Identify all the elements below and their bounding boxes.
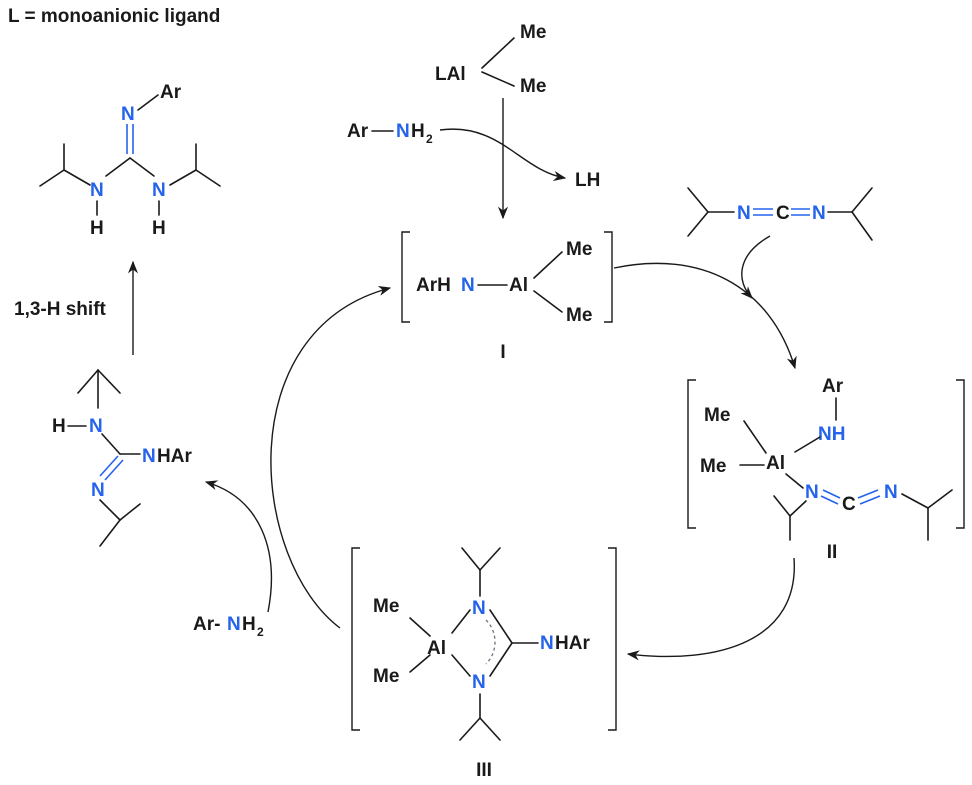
int-II-me-2: Me xyxy=(700,456,726,477)
arrow-III-to-I xyxy=(270,286,392,629)
arrow-II-to-III xyxy=(626,557,795,661)
int-III-me-1: Me xyxy=(373,596,399,617)
intermediate-I: ArH N Al Me Me I xyxy=(401,231,613,363)
int-III-al: Al xyxy=(427,638,446,659)
product-n-1: N xyxy=(90,180,104,201)
amine-top-h: H xyxy=(411,121,425,142)
ligand-definition: L = monoanionic ligand xyxy=(8,6,220,27)
guanidine-product: N Ar N N H H xyxy=(39,82,221,239)
byproduct-lh: LH xyxy=(575,170,600,191)
intermediate-III: N Al Me Me N HAr N III xyxy=(351,547,617,781)
product-ar: Ar xyxy=(160,82,182,103)
int-II-label: II xyxy=(827,542,838,563)
amine-left-n: N xyxy=(227,614,241,635)
amine-top-n: N xyxy=(396,121,410,142)
amine-left-sub: 2 xyxy=(257,625,264,639)
carbodiimide-n-1: N xyxy=(737,203,751,224)
carbodiimide-c: C xyxy=(776,203,790,224)
arrow-carbodiimide-in xyxy=(740,235,771,299)
arrow-I-to-II xyxy=(613,262,797,370)
int-III-n-2: N xyxy=(472,672,486,693)
product-n-top: N xyxy=(121,104,135,125)
int-II-c: C xyxy=(842,494,856,515)
precatalyst-metal: LAl xyxy=(435,64,466,85)
precatalyst-me-1: Me xyxy=(520,22,546,43)
int-I-arh: ArH xyxy=(416,275,451,296)
int-II-al: Al xyxy=(766,453,785,474)
amine-left-ar: Ar- xyxy=(193,614,220,635)
product-h-2: H xyxy=(152,218,166,239)
int-I-me-2: Me xyxy=(566,305,592,326)
amine-top-ar: Ar xyxy=(347,121,369,142)
precatalyst-me-2: Me xyxy=(520,76,546,97)
int-II-n-1: N xyxy=(805,482,819,503)
intermediate-II: Ar NH Al Me Me N C N II xyxy=(687,376,965,563)
int-III-label: III xyxy=(476,760,492,781)
int-I-al: Al xyxy=(509,275,528,296)
precatalyst: LAl Me Me xyxy=(435,22,546,97)
carbodiimide-reagent: N C N xyxy=(687,187,873,241)
int-III-n-1: N xyxy=(472,598,486,619)
int-II-ar: Ar xyxy=(822,376,844,397)
int-II-me-1: Me xyxy=(704,405,730,426)
tautomer-h: H xyxy=(52,416,66,437)
amine-reagent-left: Ar- N H 2 xyxy=(193,614,264,639)
arrow-to-tautomer xyxy=(204,480,272,613)
product-n-2: N xyxy=(152,180,166,201)
tautomer-nhar-n: N xyxy=(142,446,156,467)
arrow-amine-to-lh xyxy=(439,128,567,181)
tautomer-n-2: N xyxy=(91,480,105,501)
int-II-nh: NH xyxy=(818,424,845,445)
int-III-me-2: Me xyxy=(373,666,399,687)
amine-top-sub: 2 xyxy=(426,132,433,146)
product-h-1: H xyxy=(90,218,104,239)
int-III-nhar-n: N xyxy=(540,633,554,654)
int-I-n: N xyxy=(461,275,475,296)
amine-reagent-top: Ar N H 2 xyxy=(347,121,433,146)
int-III-nhar-rest: HAr xyxy=(555,633,590,654)
int-I-label: I xyxy=(500,342,505,363)
int-II-n-2: N xyxy=(884,482,898,503)
guanidine-tautomer: H N N HAr N xyxy=(52,369,192,547)
h-shift-label: 1,3-H shift xyxy=(14,299,107,320)
tautomer-n-1: N xyxy=(89,416,103,437)
amine-left-h: H xyxy=(242,614,256,635)
tautomer-nhar-rest: HAr xyxy=(157,446,192,467)
carbodiimide-n-2: N xyxy=(812,203,826,224)
int-I-me-1: Me xyxy=(566,239,592,260)
